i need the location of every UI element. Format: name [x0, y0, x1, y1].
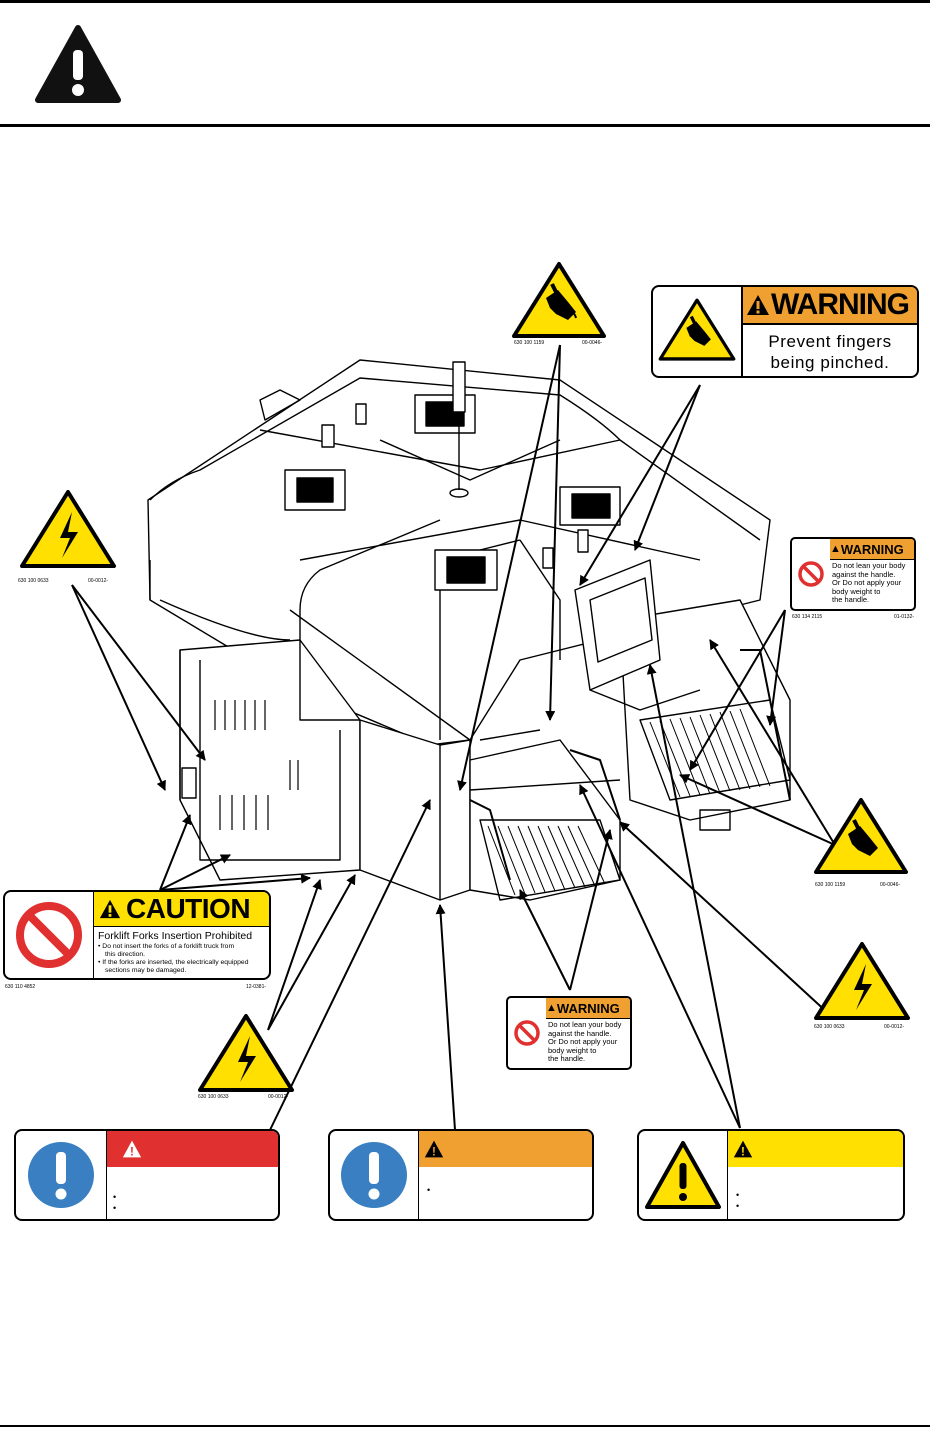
handle-center-line: Do not lean your body	[548, 1020, 622, 1029]
electric-hazard-label-bottom-left	[198, 1014, 294, 1092]
pinch-hazard-label-top	[512, 262, 606, 338]
pinch-hazard-label-right	[814, 798, 908, 874]
handle-warning-label-right: ▲WARNING Do not lean your body against t…	[790, 537, 916, 611]
handle-right-line: Do not lean your body	[832, 561, 906, 570]
caution-triangle-icon	[645, 1141, 721, 1209]
forklift-code-right: 12-0381-	[246, 984, 267, 990]
forklift-caution-header: CAUTION	[94, 892, 269, 927]
danger-header-icon: !	[122, 1140, 142, 1159]
handle-center-line: body weight to	[548, 1045, 597, 1055]
warning-small-icon	[747, 295, 769, 315]
danger-notice-box: ! • •	[14, 1129, 280, 1221]
handle-center-line: against the handle.	[548, 1028, 612, 1038]
caution-notice-box: ! • •	[637, 1129, 905, 1221]
pinch-right-code-left: 630 100 1159	[815, 882, 846, 888]
electric-right-code-right: 00-0012-	[884, 1024, 905, 1030]
svg-text:!: !	[130, 1146, 134, 1159]
handle-right-line: the handle.	[832, 595, 870, 605]
electric-left-code-right: 00-0012-	[88, 578, 109, 584]
top-rule	[0, 0, 930, 3]
warning-notice-box: ! •	[328, 1129, 594, 1221]
electric-hazard-label-left	[20, 490, 116, 568]
electric-bl-code-right: 00-0012-	[268, 1094, 289, 1100]
electric-right-code-left: 630 100 0633	[814, 1024, 845, 1030]
electric-hazard-label-right	[814, 942, 910, 1020]
forklift-bullet1-cont: this direction.	[105, 951, 146, 958]
header-rule	[0, 124, 930, 127]
handle-warning-center-header: ▲WARNING	[546, 998, 630, 1019]
warning-bullet: •	[427, 1185, 431, 1195]
warning-triangle-icon	[35, 25, 121, 103]
mandatory-action-icon	[341, 1142, 407, 1208]
pinch-warning-line1: Prevent fingers	[768, 332, 892, 351]
pinch-warning-line2: being pinched.	[770, 353, 890, 372]
handle-right-code-left: 630 134 2115	[792, 614, 823, 620]
caution-bullet: •	[736, 1201, 740, 1211]
warning-header-icon: !	[424, 1140, 444, 1159]
handle-warning-label-center: ▲WARNING Do not lean your body against t…	[506, 996, 632, 1070]
handle-center-line: Or Do not apply your	[548, 1037, 618, 1047]
handle-center-line: the handle.	[548, 1054, 586, 1064]
caution-small-icon	[99, 899, 121, 919]
mandatory-action-icon	[28, 1142, 94, 1208]
prohibition-icon	[798, 561, 824, 587]
handle-right-line: Or Do not apply your	[832, 578, 902, 588]
pinch-top-code-left: 630 100 1159	[514, 340, 545, 346]
caution-bullet: •	[736, 1190, 740, 1200]
danger-bullet: •	[113, 1192, 117, 1202]
pinch-hazard-icon	[658, 298, 736, 361]
forklift-bullet2-cont: sections may be damaged.	[105, 967, 187, 974]
handle-right-line: against the handle.	[832, 569, 896, 579]
forklift-bullet2: If the forks are inserted, the electrica…	[102, 959, 249, 966]
pinch-right-code-right: 00-0046-	[880, 882, 901, 888]
handle-right-code-right: 01-0132-	[894, 614, 915, 620]
handle-warning-right-header: ▲WARNING	[830, 539, 914, 560]
prohibition-icon	[16, 902, 82, 968]
forklift-caution-title: Forklift Forks Insertion Prohibited	[98, 930, 253, 942]
forklift-caution-label: CAUTION Forklift Forks Insertion Prohibi…	[3, 890, 271, 980]
handle-right-line: body weight to	[832, 586, 881, 596]
pinch-warning-symbol-area	[653, 287, 743, 376]
caution-header: !	[728, 1131, 903, 1167]
pinch-warning-header: WARNING	[743, 287, 917, 325]
electric-left-code-left: 630 100 0633	[18, 578, 49, 584]
footer-rule	[0, 1425, 930, 1427]
caution-header-icon: !	[733, 1140, 753, 1159]
svg-text:!: !	[741, 1146, 745, 1159]
danger-header: !	[107, 1131, 278, 1167]
forklift-bullet1: Do not insert the forks of a forklift tr…	[102, 943, 235, 950]
danger-bullet: •	[113, 1203, 117, 1213]
pinch-top-code-right: 00-0046-	[582, 340, 603, 346]
warning-header: !	[419, 1131, 592, 1167]
svg-text:!: !	[432, 1146, 436, 1159]
electric-bl-code-left: 630 100 0633	[198, 1094, 229, 1100]
pinch-warning-label: WARNING Prevent fingers being pinched.	[651, 285, 919, 378]
prohibition-icon	[514, 1020, 540, 1046]
forklift-code-left: 630 110 4852	[5, 984, 36, 990]
